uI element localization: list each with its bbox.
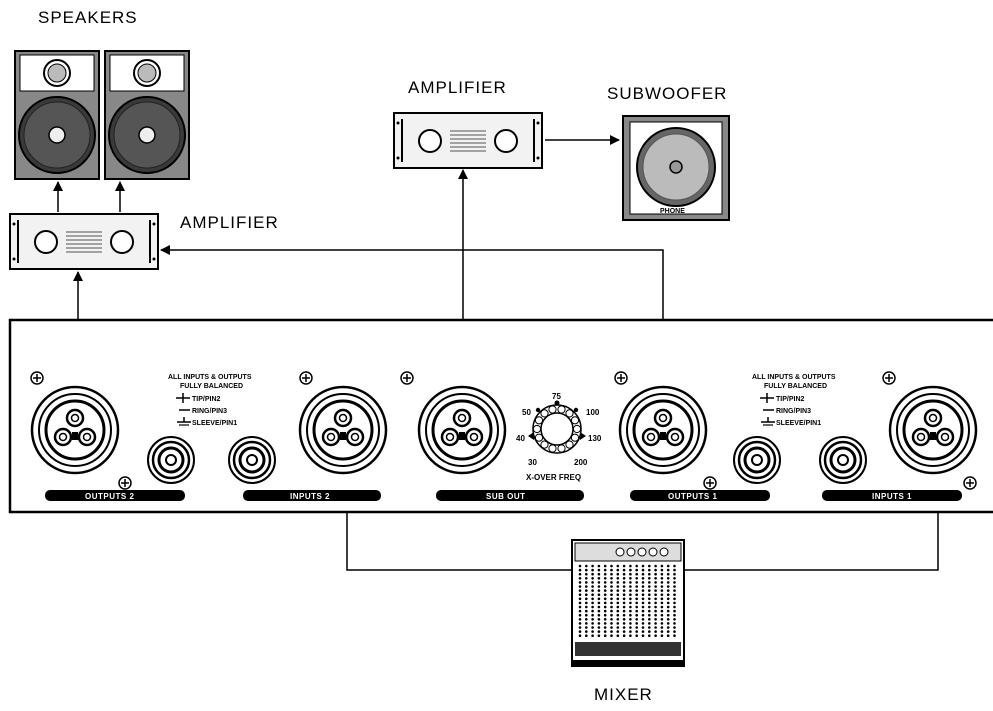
svg-text:FULLY BALANCED: FULLY BALANCED (180, 383, 243, 390)
amplifier-top (393, 112, 543, 169)
svg-text:SLEEVE/PIN1: SLEEVE/PIN1 (192, 420, 237, 427)
sub-out-xlr[interactable] (417, 385, 507, 475)
sub-out-label: SUB OUT (486, 492, 526, 501)
outputs-1-xlr[interactable] (618, 385, 708, 475)
x-over-freq-label: X-OVER FREQ (526, 473, 581, 482)
subwoofer-label: SUBWOOFER (607, 84, 727, 103)
svg-text:FULLY BALANCED: FULLY BALANCED (764, 383, 827, 390)
speaker-left (14, 50, 100, 180)
outputs-1-label: OUTPUTS 1 (668, 492, 717, 501)
inputs-1-xlr[interactable] (888, 385, 978, 475)
outputs-2-label: OUTPUTS 2 (85, 492, 134, 501)
phone-label: PHONE (660, 208, 685, 215)
inputs-1-bar (822, 490, 962, 501)
outputs-2-jack[interactable] (146, 435, 196, 485)
knob-130: 130 (588, 434, 602, 443)
svg-text:TIP/PIN2: TIP/PIN2 (776, 396, 805, 403)
inputs-2-xlr[interactable] (298, 385, 388, 475)
knob-ridges (532, 405, 582, 453)
svg-text:TIP/PIN2: TIP/PIN2 (192, 396, 221, 403)
outputs-1-bar (630, 490, 770, 501)
svg-text:RING/PIN3: RING/PIN3 (776, 408, 811, 415)
subwoofer: PHONE (622, 115, 730, 221)
mixer (571, 539, 685, 667)
svg-text:ALL INPUTS & OUTPUTS: ALL INPUTS & OUTPUTS (752, 374, 836, 381)
balanced-legend-left: ALL INPUTS & OUTPUTS FULLY BALANCED TIP/… (168, 374, 252, 427)
inputs-1-label: INPUTS 1 (872, 492, 912, 501)
x-over-freq-knob[interactable]: 75 50 100 40 130 30 200 X-OVER FREQ (516, 392, 602, 482)
amplifier-top-label: AMPLIFIER (408, 78, 507, 97)
amplifier-left-label: AMPLIFIER (180, 213, 279, 232)
inputs-1-jack[interactable] (818, 435, 868, 485)
knob-200: 200 (574, 458, 588, 467)
inputs-2-label: INPUTS 2 (290, 492, 330, 501)
inputs-2-jack[interactable] (227, 435, 277, 485)
svg-text:SLEEVE/PIN1: SLEEVE/PIN1 (776, 420, 821, 427)
inputs-2-bar (243, 490, 381, 501)
knob-75: 75 (552, 392, 561, 401)
mixer-controls (578, 547, 676, 637)
amplifier-left (9, 213, 159, 270)
speakers-label: SPEAKERS (38, 8, 138, 27)
svg-text:ALL INPUTS & OUTPUTS: ALL INPUTS & OUTPUTS (168, 374, 252, 381)
svg-text:RING/PIN3: RING/PIN3 (192, 408, 227, 415)
mixer-label: MIXER (594, 685, 653, 704)
outputs-1-jack[interactable] (732, 435, 782, 485)
balanced-legend-right: ALL INPUTS & OUTPUTS FULLY BALANCED TIP/… (752, 374, 836, 427)
outputs-2-bar (45, 490, 185, 501)
knob-100: 100 (586, 408, 600, 417)
sub-out-bar (436, 490, 584, 501)
outputs-2-xlr[interactable] (30, 385, 120, 475)
knob-30: 30 (528, 458, 537, 467)
knob-50: 50 (522, 408, 531, 417)
speaker-right (104, 50, 190, 180)
knob-40: 40 (516, 434, 525, 443)
